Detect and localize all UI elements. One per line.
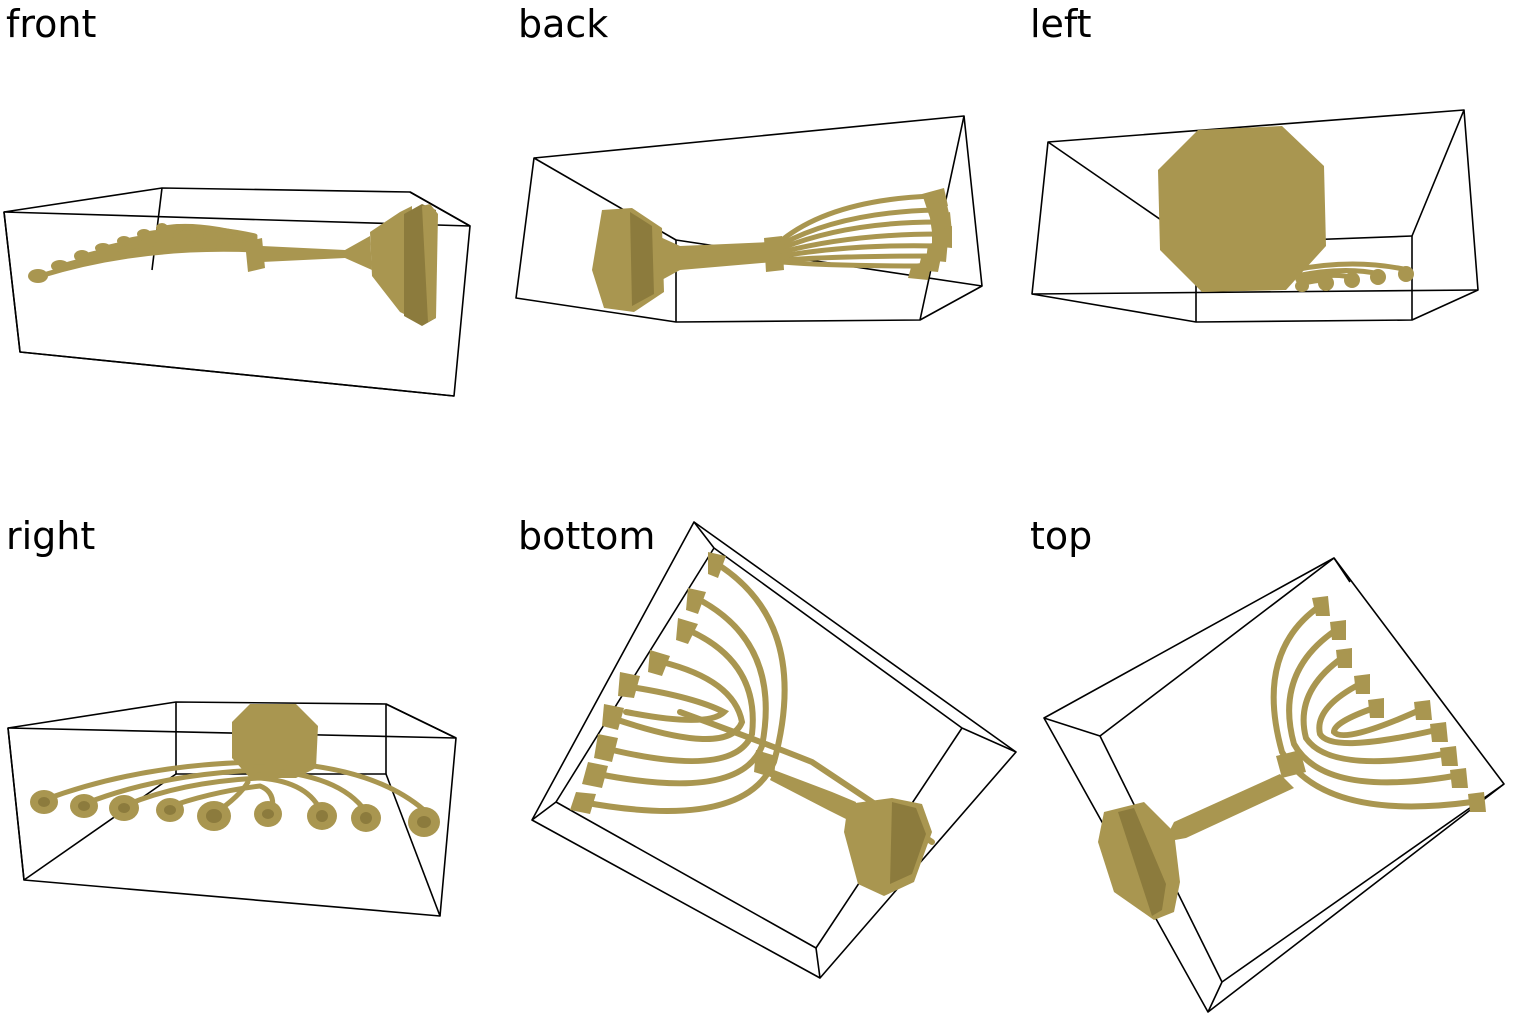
view-label-front: front — [6, 2, 97, 46]
view-label-left: left — [1030, 2, 1092, 46]
front-render — [3, 187, 471, 397]
view-panel-left: left — [1024, 0, 1536, 512]
view-label-right: right — [6, 514, 96, 558]
view-panel-bottom: bottom — [512, 512, 1024, 1024]
menorah — [30, 704, 440, 837]
view-label-back: back — [518, 2, 609, 46]
menorah — [1158, 126, 1414, 292]
view-label-bottom: bottom — [518, 514, 656, 558]
menorah — [570, 552, 935, 896]
menorah — [28, 204, 438, 326]
bounding-box — [515, 115, 983, 323]
menorah — [592, 188, 952, 312]
right-render — [7, 701, 457, 917]
view-panel-top: top — [1024, 512, 1536, 1024]
left-render — [1031, 109, 1479, 323]
view-panel-back: back — [512, 0, 1024, 512]
menorah — [1098, 596, 1486, 920]
back-render — [515, 115, 983, 323]
bottom-render — [531, 521, 1017, 979]
view-label-top: top — [1030, 514, 1093, 558]
view-panel-right: right — [0, 512, 512, 1024]
top-render — [1043, 557, 1505, 1013]
view-panel-front: front — [0, 0, 512, 512]
